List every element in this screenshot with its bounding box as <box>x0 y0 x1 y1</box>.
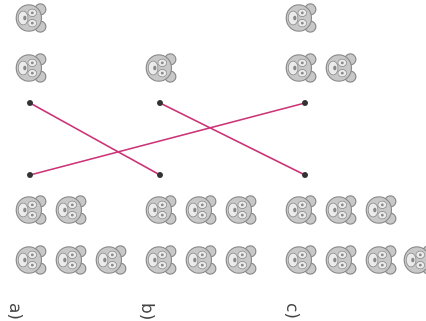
connection-lines <box>29 102 306 176</box>
top-connection-dot <box>302 100 308 106</box>
connection-line <box>159 102 306 176</box>
bear-icon <box>95 245 127 275</box>
top-connection-dot <box>27 100 33 106</box>
bear-icon <box>365 195 397 225</box>
bear-icon <box>285 245 317 275</box>
connection-dots <box>27 100 308 178</box>
bear-icon <box>325 53 357 83</box>
bear-icon <box>225 245 257 275</box>
connection-line <box>29 102 161 176</box>
bottom-connection-dot <box>27 172 33 178</box>
bear-icon <box>145 245 177 275</box>
bear-icon <box>325 245 357 275</box>
bear-icon <box>15 245 47 275</box>
bear-icon <box>285 53 317 83</box>
bear-icon <box>15 53 47 83</box>
bear-icon <box>325 195 357 225</box>
bear-icon <box>285 3 317 33</box>
bottom-connection-dot <box>157 172 163 178</box>
group-label: a) <box>5 303 25 320</box>
bear-icon <box>145 195 177 225</box>
bear-icon <box>15 3 47 33</box>
group-label: c) <box>282 303 302 319</box>
bottom-connection-dot <box>302 172 308 178</box>
bear-icon <box>15 195 47 225</box>
bear-groups <box>15 3 426 275</box>
bear-icon <box>403 245 426 275</box>
top-connection-dot <box>157 100 163 106</box>
group-label: b) <box>137 303 157 320</box>
bear-icon <box>285 195 317 225</box>
bear-icon <box>145 53 177 83</box>
bear-icon <box>185 195 217 225</box>
group-labels: a) b) c) <box>5 303 302 320</box>
bear-icon <box>55 245 87 275</box>
bear-icon <box>225 195 257 225</box>
bear-icon <box>55 195 87 225</box>
bear-icon <box>185 245 217 275</box>
bear-icon <box>365 245 397 275</box>
connection-line <box>29 102 306 176</box>
